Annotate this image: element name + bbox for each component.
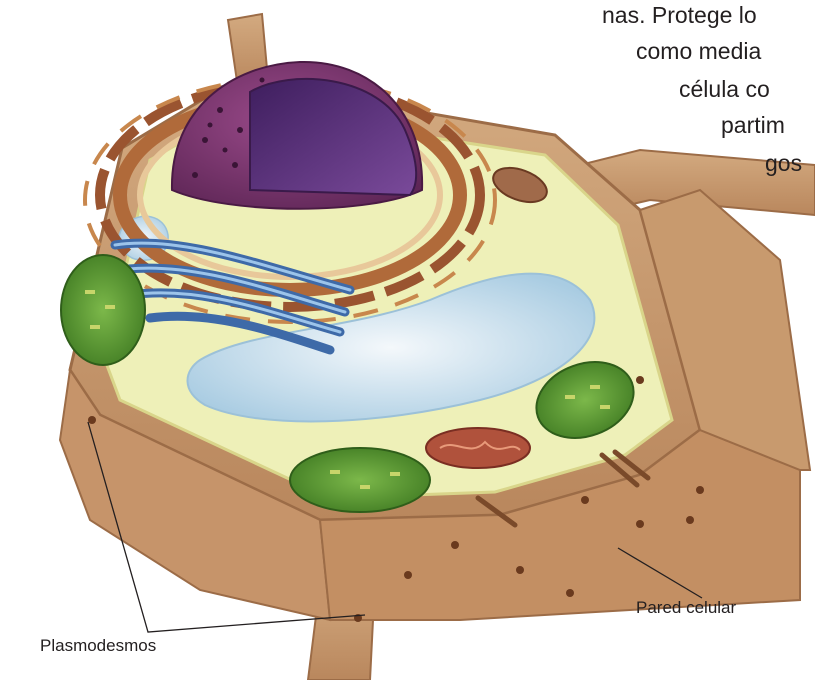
paragraph-line-3: célula co <box>679 76 770 103</box>
paragraph-line-4: partim <box>721 112 785 139</box>
label-pared-celular: Pared celular <box>636 598 736 618</box>
paragraph-line-2: como media <box>636 38 761 65</box>
chloroplast-left <box>61 255 145 365</box>
mitochondrion-bottom <box>426 428 530 468</box>
nucleus <box>172 62 422 209</box>
paragraph-line-1: nas. Protege lo <box>602 2 757 29</box>
chloroplast-bottom <box>290 448 430 512</box>
label-plasmodesmos: Plasmodesmos <box>40 636 156 656</box>
paragraph-line-5: gos <box>765 150 802 177</box>
nucleus-cutaway <box>250 79 416 195</box>
